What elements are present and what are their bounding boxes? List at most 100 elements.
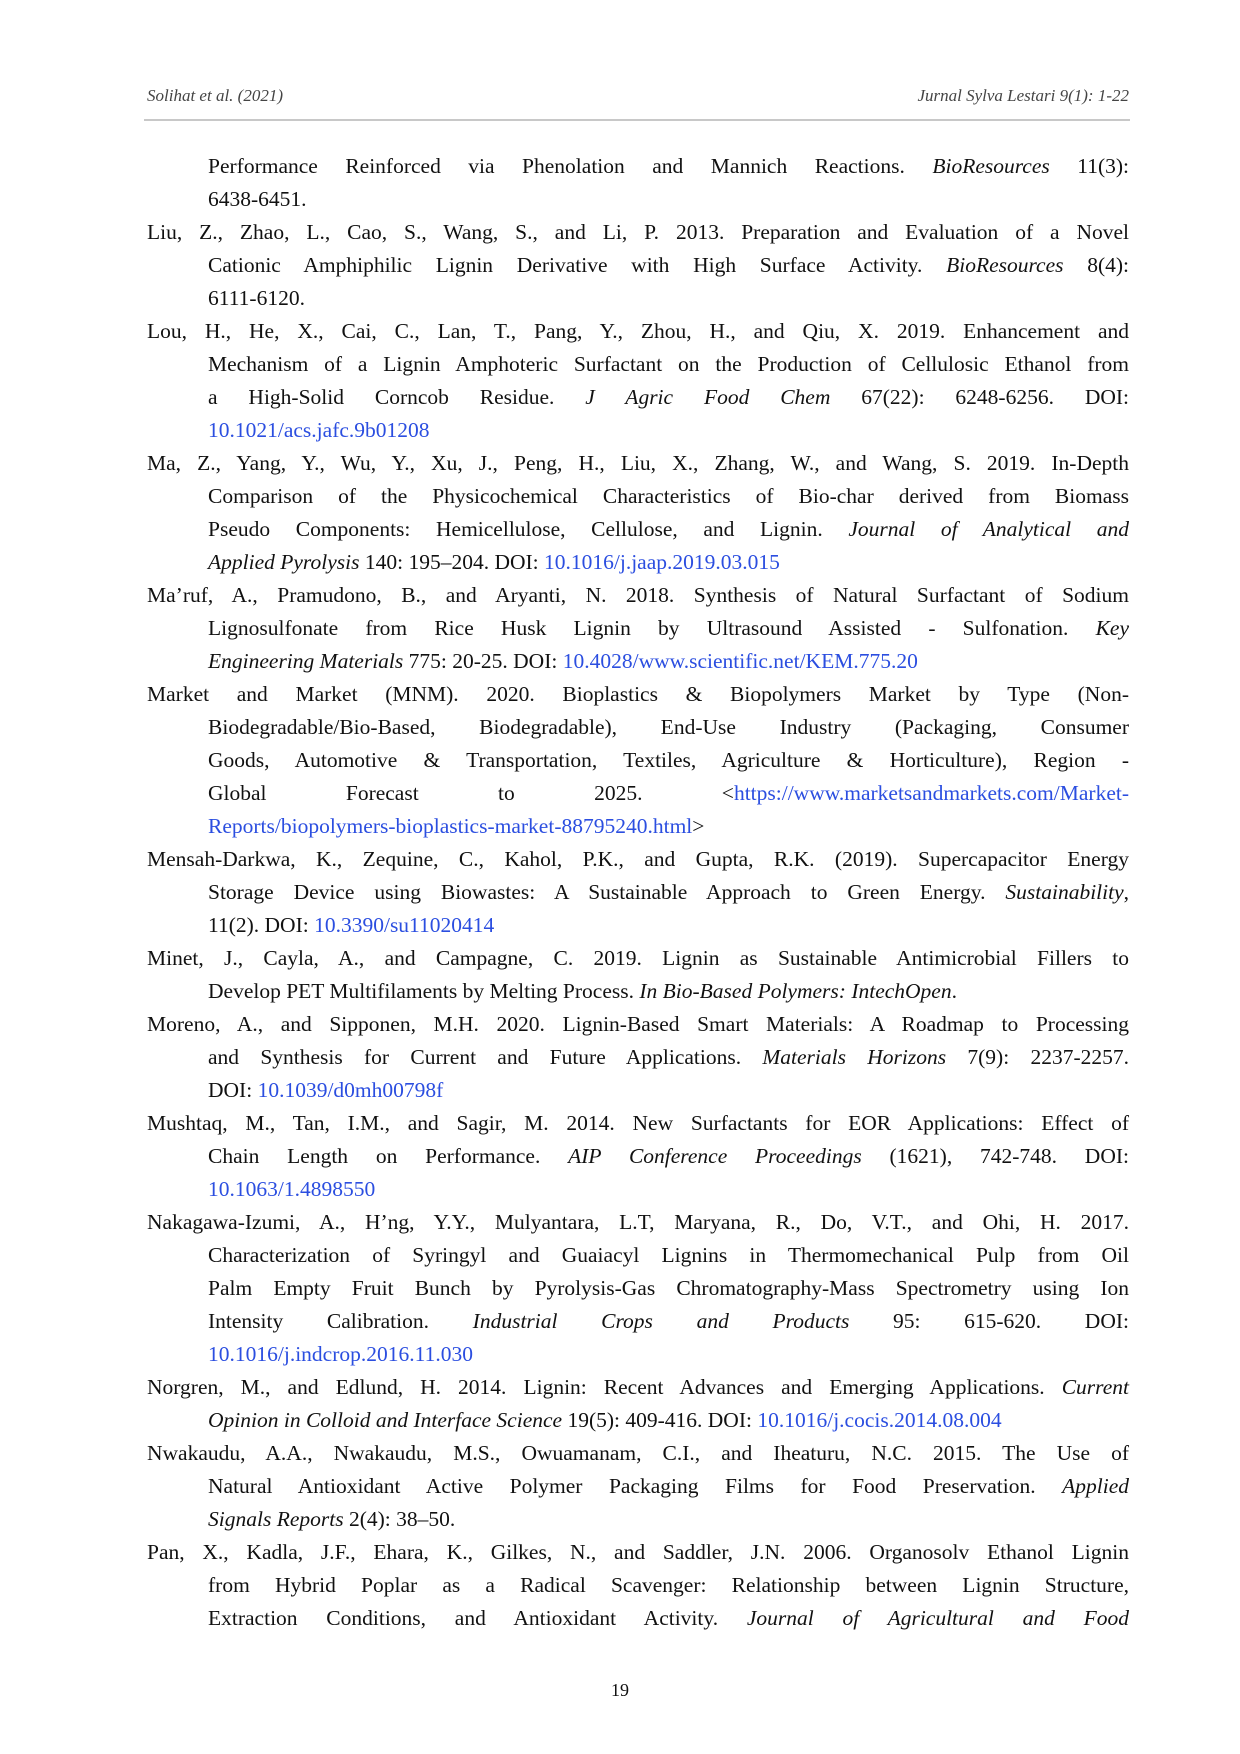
reference-line: Chain Length on Performance. AIP Confere…	[208, 1140, 1129, 1173]
reference-text: 11(2). DOI:	[208, 913, 315, 937]
reference-line: Mechanism of a Lignin Amphoteric Surfact…	[208, 348, 1129, 381]
reference-text: ,	[1123, 880, 1129, 904]
reference-text: Natural Antioxidant Active Polymer Packa…	[208, 1474, 1063, 1498]
reference-text: Nwakaudu, A.A., Nwakaudu, M.S., Owuamana…	[147, 1441, 1129, 1465]
reference-line: Storage Device using Biowastes: A Sustai…	[208, 876, 1129, 909]
journal-title: Materials Horizons	[762, 1045, 947, 1069]
reference-text: >	[692, 814, 705, 838]
reference-text: Ma’ruf, A., Pramudono, B., and Aryanti, …	[147, 583, 1129, 607]
reference-text: Performance Reinforced via Phenolation a…	[208, 154, 933, 178]
reference-line: Cationic Amphiphilic Lignin Derivative w…	[208, 249, 1129, 282]
reference-text: Minet, J., Cayla, A., and Campagne, C. 2…	[147, 946, 1129, 970]
doi-link[interactable]: 10.1039/d0mh00798f	[257, 1078, 444, 1102]
header-journal: Jurnal Sylva Lestari 9(1): 1-22	[917, 86, 1129, 105]
reference-text: Intensity Calibration.	[208, 1309, 473, 1333]
reference-line: 6111-6120.	[208, 282, 1129, 315]
reference-entry: Norgren, M., and Edlund, H. 2014. Lignin…	[147, 1371, 1129, 1437]
reference-text: Storage Device using Biowastes: A Sustai…	[208, 880, 1006, 904]
journal-title: Journal of Agricultural and Food	[746, 1606, 1129, 1630]
reference-text: Mensah-Darkwa, K., Zequine, C., Kahol, P…	[147, 847, 1129, 871]
reference-line: Mushtaq, M., Tan, I.M., and Sagir, M. 20…	[147, 1107, 1129, 1140]
reference-text: Goods, Automotive & Transportation, Text…	[208, 748, 1129, 772]
page-number: 19	[611, 1680, 629, 1700]
reference-text: Mechanism of a Lignin Amphoteric Surfact…	[208, 352, 1129, 376]
reference-line: and Synthesis for Current and Future App…	[208, 1041, 1129, 1074]
reference-text: Pan, X., Kadla, J.F., Ehara, K., Gilkes,…	[147, 1540, 1129, 1564]
journal-title: Applied	[1062, 1474, 1129, 1498]
reference-line: Natural Antioxidant Active Polymer Packa…	[208, 1470, 1129, 1503]
doi-link[interactable]: 10.1016/j.indcrop.2016.11.030	[208, 1342, 473, 1366]
reference-list: Performance Reinforced via Phenolation a…	[147, 150, 1129, 1635]
header-divider	[144, 119, 1130, 121]
reference-line: Develop PET Multifilaments by Melting Pr…	[208, 975, 1129, 1008]
reference-entry: Lou, H., He, X., Cai, C., Lan, T., Pang,…	[147, 315, 1129, 447]
reference-entry: Minet, J., Cayla, A., and Campagne, C. 2…	[147, 942, 1129, 1008]
reference-line: 6438-6451.	[208, 183, 1129, 216]
reference-line: Biodegradable/Bio-Based, Biodegradable),…	[208, 711, 1129, 744]
reference-text: Develop PET Multifilaments by Melting Pr…	[208, 979, 640, 1003]
reference-text: Pseudo Components: Hemicellulose, Cellul…	[208, 517, 849, 541]
doi-link[interactable]: 10.1063/1.4898550	[208, 1177, 376, 1201]
reference-line: Lou, H., He, X., Cai, C., Lan, T., Pang,…	[147, 315, 1129, 348]
reference-text: 7(9): 2237-2257.	[946, 1045, 1129, 1069]
reference-text: Extraction Conditions, and Antioxidant A…	[208, 1606, 747, 1630]
journal-title: Signals Reports	[208, 1507, 344, 1531]
reference-line: Nwakaudu, A.A., Nwakaudu, M.S., Owuamana…	[147, 1437, 1129, 1470]
reference-entry: Pan, X., Kadla, J.F., Ehara, K., Gilkes,…	[147, 1536, 1129, 1635]
doi-link[interactable]: 10.1016/j.cocis.2014.08.004	[757, 1408, 1002, 1432]
doi-link[interactable]: Reports/biopolymers-bioplastics-market-8…	[208, 814, 693, 838]
reference-text: Nakagawa-Izumi, A., H’ng, Y.Y., Mulyanta…	[147, 1210, 1129, 1234]
journal-title: Opinion in Colloid and Interface Science	[208, 1408, 563, 1432]
reference-text: Lou, H., He, X., Cai, C., Lan, T., Pang,…	[147, 319, 1129, 343]
journal-title: In Bio-Based Polymers: IntechOpen	[639, 979, 952, 1003]
reference-line: Pan, X., Kadla, J.F., Ehara, K., Gilkes,…	[147, 1536, 1129, 1569]
reference-line: Market and Market (MNM). 2020. Bioplasti…	[147, 678, 1129, 711]
reference-line: Palm Empty Fruit Bunch by Pyrolysis-Gas …	[208, 1272, 1129, 1305]
reference-line: a High-Solid Corncob Residue. J Agric Fo…	[208, 381, 1129, 414]
reference-text: .	[951, 979, 957, 1003]
journal-title: BioResources	[932, 154, 1050, 178]
reference-entry: Moreno, A., and Sipponen, M.H. 2020. Lig…	[147, 1008, 1129, 1107]
reference-line: Nakagawa-Izumi, A., H’ng, Y.Y., Mulyanta…	[147, 1206, 1129, 1239]
reference-text: 19(5): 409-416. DOI:	[562, 1408, 758, 1432]
reference-line: Intensity Calibration. Industrial Crops …	[208, 1305, 1129, 1338]
journal-title: Engineering Materials	[208, 649, 404, 673]
reference-text: Palm Empty Fruit Bunch by Pyrolysis-Gas …	[208, 1276, 1129, 1300]
reference-text: (1621), 742-748. DOI:	[861, 1144, 1130, 1168]
reference-entry: Ma, Z., Yang, Y., Wu, Y., Xu, J., Peng, …	[147, 447, 1129, 579]
doi-link[interactable]: 10.3390/su11020414	[314, 913, 495, 937]
reference-text: and Synthesis for Current and Future App…	[208, 1045, 763, 1069]
reference-text: Market and Market (MNM). 2020. Bioplasti…	[147, 682, 1129, 706]
running-header: Solihat et al. (2021) Jurnal Sylva Lesta…	[147, 86, 1129, 106]
reference-text: 8(4):	[1063, 253, 1130, 277]
reference-text: Lignosulfonate from Rice Husk Lignin by …	[208, 616, 1096, 640]
doi-link[interactable]: https://www.marketsandmarkets.com/Market…	[733, 781, 1129, 805]
journal-title: J Agric Food Chem	[585, 385, 831, 409]
reference-line: Signals Reports 2(4): 38–50.	[208, 1503, 1129, 1536]
doi-link[interactable]: 10.1016/j.jaap.2019.03.015	[544, 550, 780, 574]
reference-text: Mushtaq, M., Tan, I.M., and Sagir, M. 20…	[147, 1111, 1129, 1135]
reference-line: Ma, Z., Yang, Y., Wu, Y., Xu, J., Peng, …	[147, 447, 1129, 480]
journal-title: Industrial Crops and Products	[472, 1309, 850, 1333]
reference-text: 67(22): 6248-6256. DOI:	[830, 385, 1130, 409]
reference-line: Performance Reinforced via Phenolation a…	[208, 150, 1129, 183]
doi-link[interactable]: 10.1021/acs.jafc.9b01208	[208, 418, 430, 442]
reference-text: 11(3):	[1049, 154, 1129, 178]
reference-line: Comparison of the Physicochemical Charac…	[208, 480, 1129, 513]
reference-text: DOI:	[208, 1078, 258, 1102]
reference-entry: Market and Market (MNM). 2020. Bioplasti…	[147, 678, 1129, 843]
reference-entry: Mushtaq, M., Tan, I.M., and Sagir, M. 20…	[147, 1107, 1129, 1206]
reference-text: Biodegradable/Bio-Based, Biodegradable),…	[208, 715, 1129, 739]
reference-line: Mensah-Darkwa, K., Zequine, C., Kahol, P…	[147, 843, 1129, 876]
reference-line: 10.1016/j.indcrop.2016.11.030	[208, 1338, 1129, 1371]
reference-line: Applied Pyrolysis 140: 195–204. DOI: 10.…	[208, 546, 1129, 579]
doi-link[interactable]: 10.4028/www.scientific.net/KEM.775.20	[562, 649, 918, 673]
reference-text: 6111-6120.	[208, 286, 305, 310]
reference-line: from Hybrid Poplar as a Radical Scavenge…	[208, 1569, 1129, 1602]
header-authors: Solihat et al. (2021)	[147, 86, 283, 105]
reference-text: 775: 20-25. DOI:	[403, 649, 563, 673]
reference-entry: Nwakaudu, A.A., Nwakaudu, M.S., Owuamana…	[147, 1437, 1129, 1536]
journal-title: Current	[1061, 1375, 1129, 1399]
reference-text: 140: 195–204. DOI:	[359, 550, 545, 574]
reference-line: Liu, Z., Zhao, L., Cao, S., Wang, S., an…	[147, 216, 1129, 249]
